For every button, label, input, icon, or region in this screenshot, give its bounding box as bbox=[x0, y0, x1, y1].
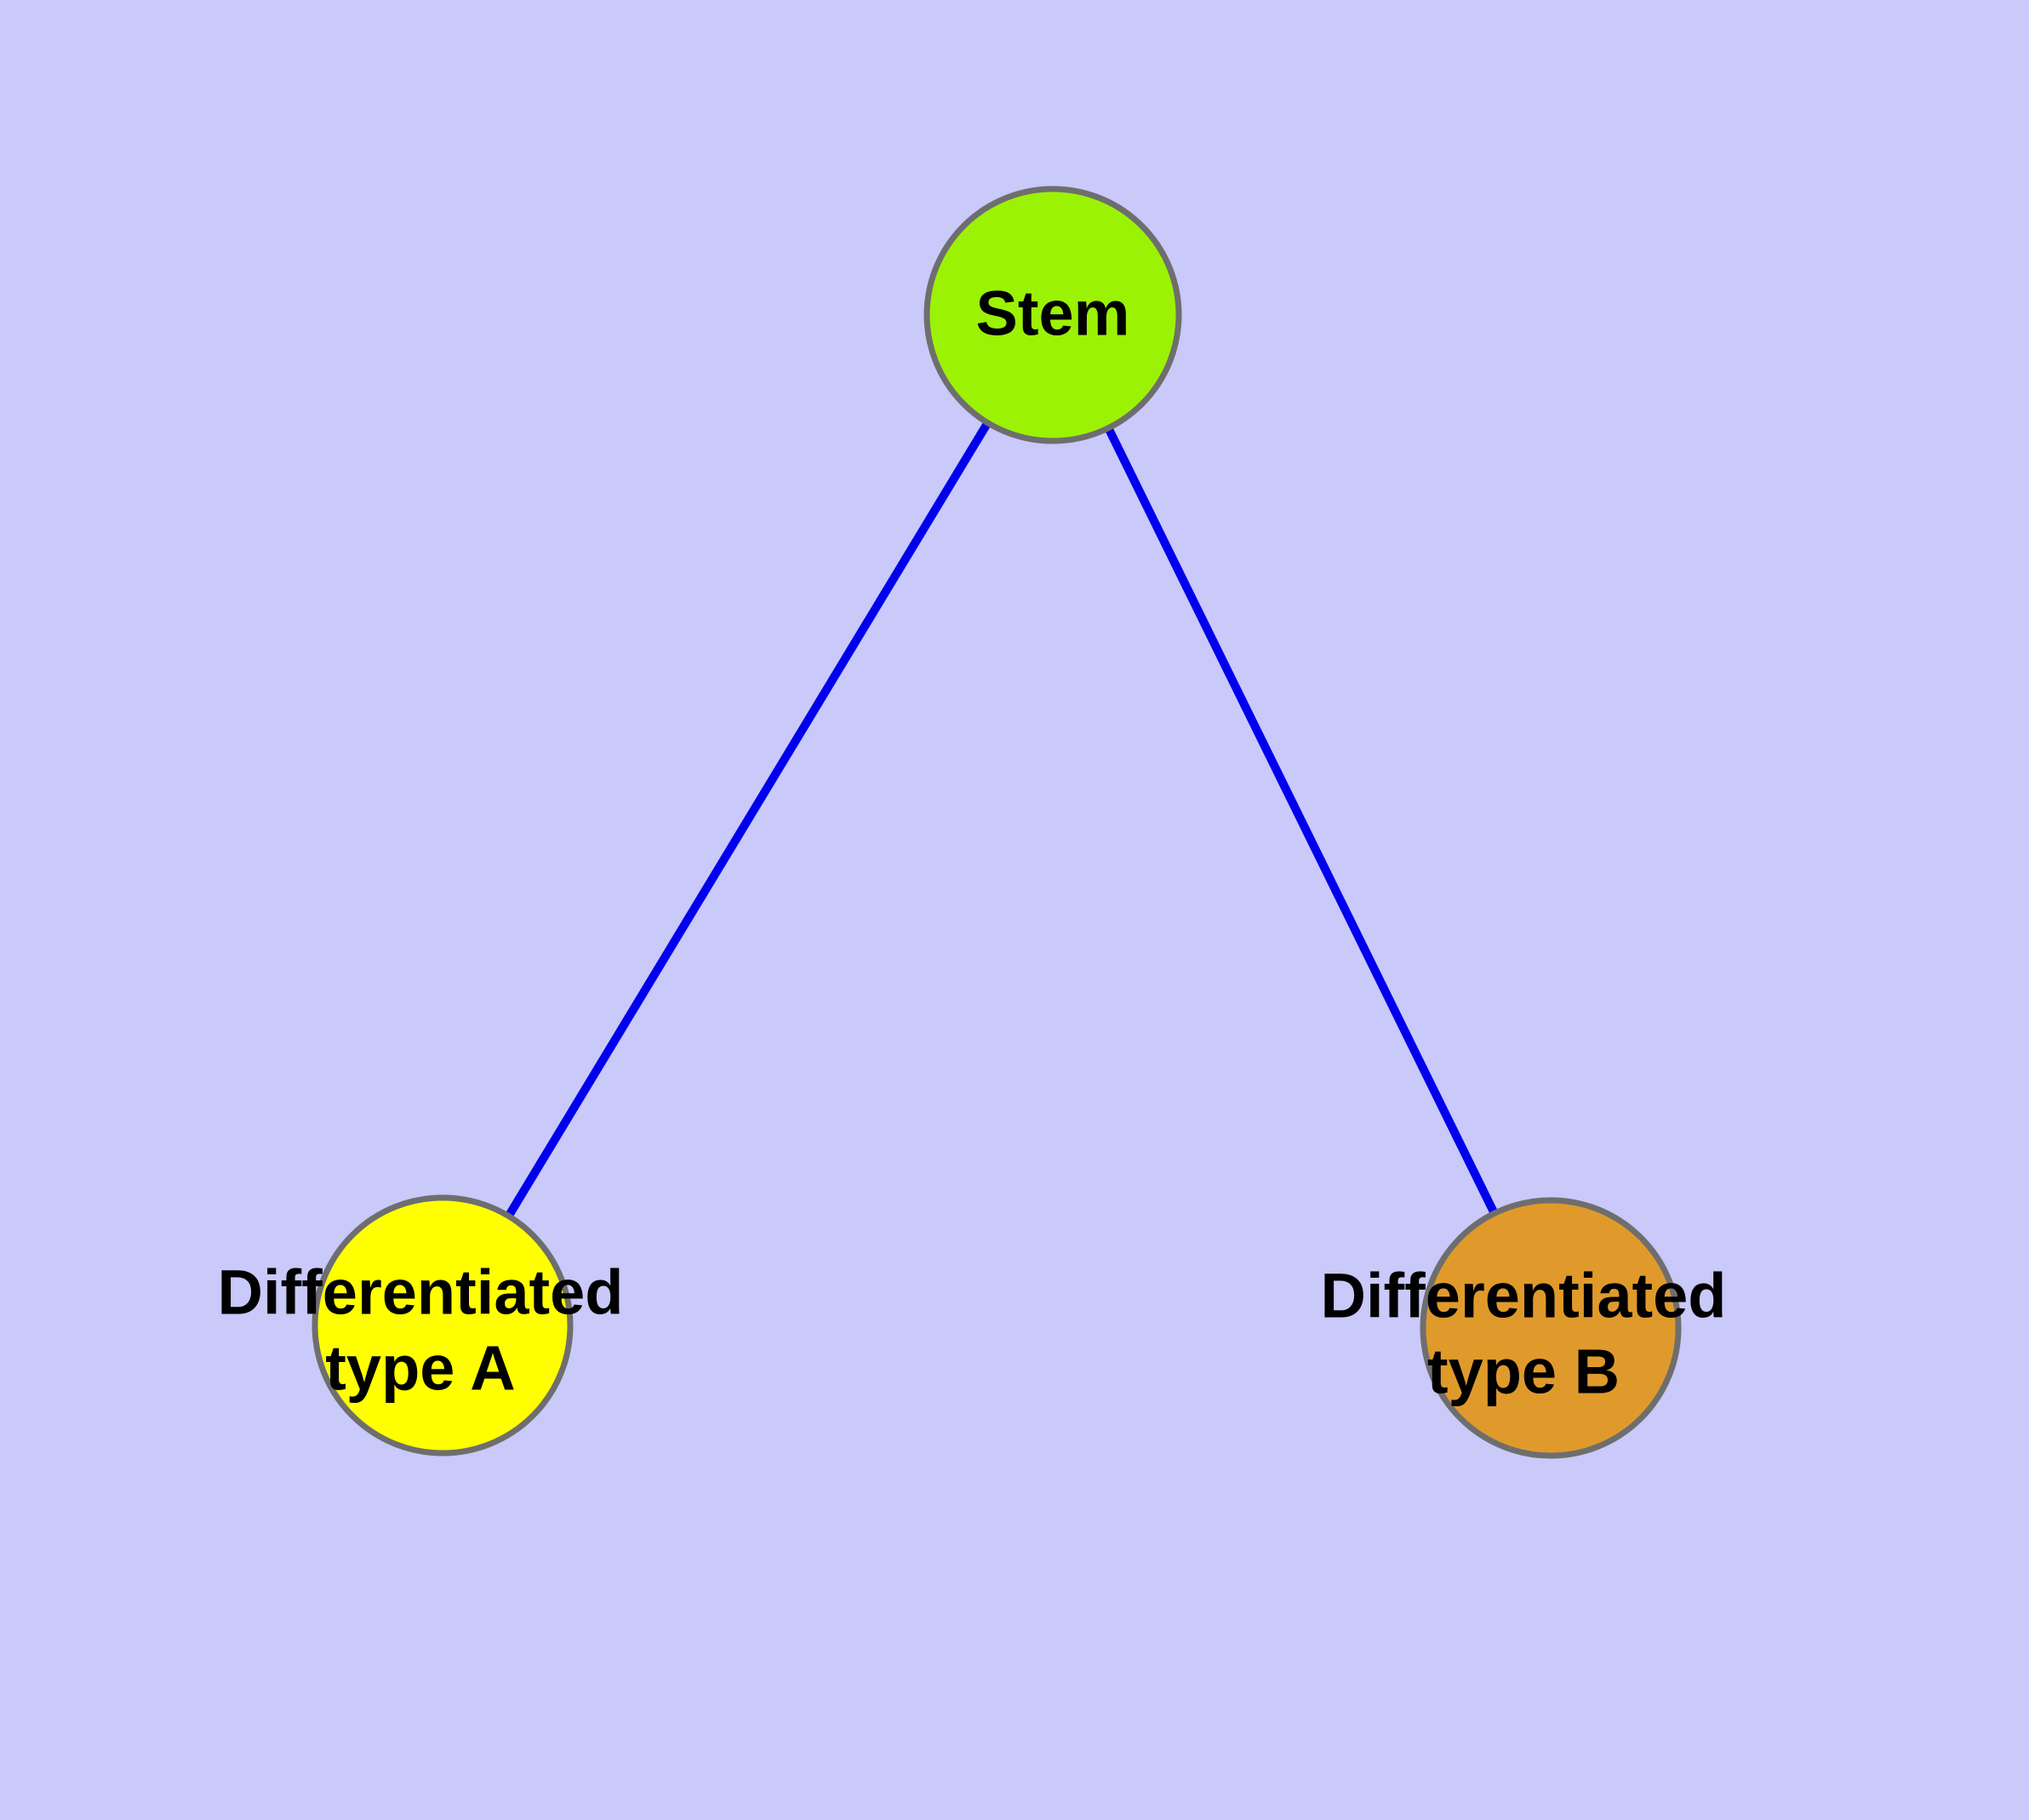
node-stem-circle[interactable] bbox=[923, 186, 1182, 444]
node-differentiated-type-a-label-line1: Differentiated bbox=[218, 1257, 624, 1328]
node-differentiated-type-a-label-line2: type A bbox=[325, 1333, 515, 1404]
node-layer: Stem Differentiated type A Differentiate… bbox=[218, 186, 1727, 1459]
edge-layer bbox=[438, 312, 1555, 1331]
node-differentiated-type-b-label-line1: Differentiated bbox=[1321, 1261, 1727, 1331]
node-differentiated-type-a[interactable]: Differentiated type A bbox=[218, 1194, 624, 1457]
node-stem[interactable]: Stem bbox=[923, 186, 1182, 444]
edge-stem-to-differentiated-type-b[interactable] bbox=[1049, 312, 1555, 1331]
node-differentiated-type-b[interactable]: Differentiated type B bbox=[1321, 1197, 1727, 1459]
node-differentiated-type-b-label-line2: type B bbox=[1427, 1336, 1620, 1407]
node-stem-label: Stem bbox=[976, 278, 1130, 349]
node-differentiated-type-b-circle[interactable] bbox=[1420, 1197, 1682, 1459]
edge-stem-to-differentiated-type-a[interactable] bbox=[438, 312, 1057, 1328]
node-differentiated-type-a-circle[interactable] bbox=[311, 1194, 574, 1457]
